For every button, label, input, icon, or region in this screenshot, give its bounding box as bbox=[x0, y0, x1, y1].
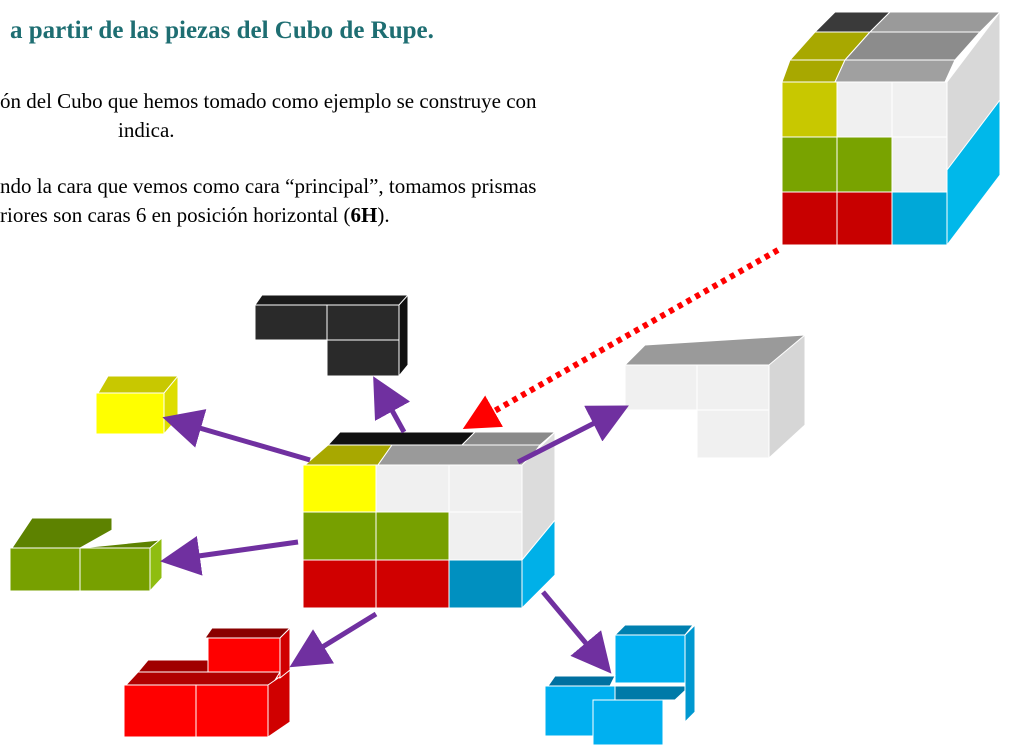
red-piece bbox=[123, 626, 292, 738]
arrow-to-black-piece bbox=[373, 376, 411, 434]
central-cube bbox=[302, 430, 557, 610]
face-code-6h: 6H bbox=[350, 203, 378, 227]
explanation-paragraph: ndo la cara que vemos como cara “princip… bbox=[0, 172, 536, 230]
black-piece bbox=[254, 293, 410, 378]
explanation-line-2-text: riores son caras 6 en posición horizonta… bbox=[0, 203, 351, 227]
section-heading: a partir de las piezas del Cubo de Rupe. bbox=[10, 17, 434, 44]
olive-piece bbox=[9, 517, 163, 593]
intro-line-2: indica. bbox=[118, 118, 175, 142]
intro-line-1: ón del Cubo que hemos tomado como ejempl… bbox=[0, 89, 537, 113]
decomposition-arrows bbox=[160, 376, 629, 674]
arrow-to-white-piece bbox=[516, 405, 629, 465]
explanation-line-2: riores son caras 6 en posición horizonta… bbox=[0, 201, 536, 230]
assembled-cube-top-right bbox=[781, 10, 1002, 247]
blue-piece bbox=[544, 623, 696, 746]
arrow-to-yellow-piece bbox=[162, 409, 311, 463]
arrow-to-blue-piece bbox=[541, 590, 612, 674]
yellow-piece bbox=[95, 374, 179, 436]
explanation-line-1: ndo la cara que vemos como cara “princip… bbox=[0, 174, 537, 198]
white-piece bbox=[623, 333, 806, 460]
intro-paragraph: ón del Cubo que hemos tomado como ejempl… bbox=[0, 87, 537, 145]
arrow-to-olive-piece bbox=[160, 536, 299, 576]
explanation-line-2-end: ). bbox=[377, 203, 390, 227]
arrow-to-red-piece bbox=[289, 611, 378, 668]
